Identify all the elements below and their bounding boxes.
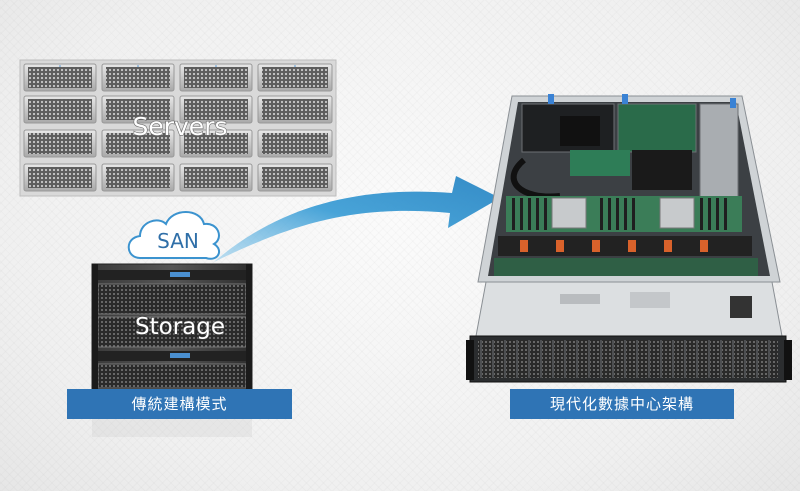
storage-reflection xyxy=(92,419,252,437)
rack-server-icon xyxy=(466,94,792,383)
server-rack-icon xyxy=(19,59,337,197)
traditional-architecture-label: 傳統建構模式 xyxy=(67,389,292,419)
modern-datacenter-label: 現代化數據中心架構 xyxy=(510,389,734,419)
servers-label: Servers xyxy=(132,112,227,141)
storage-array-icon xyxy=(91,263,253,390)
san-label: SAN xyxy=(157,229,199,253)
arrow-icon xyxy=(214,176,500,262)
cloud-icon xyxy=(127,211,221,260)
storage-label: Storage xyxy=(135,314,225,340)
